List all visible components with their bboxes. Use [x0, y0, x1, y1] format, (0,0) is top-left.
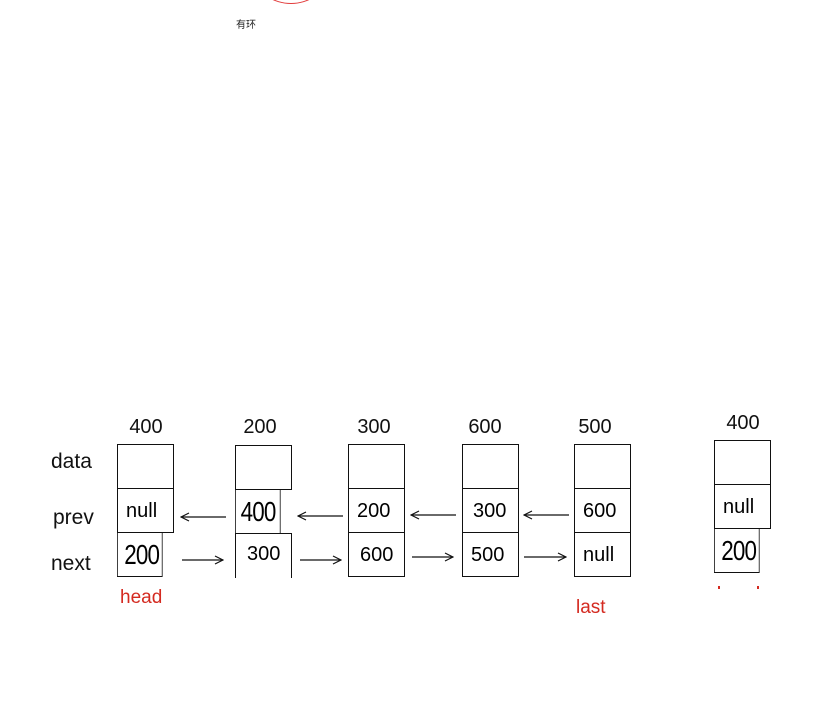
standalone-node: null 200: [714, 440, 771, 573]
red-circle-mark: [258, 0, 324, 4]
next-cell: 200: [714, 528, 760, 573]
next-cell: null: [574, 532, 631, 577]
red-tick-mark: [718, 586, 720, 589]
node-address: 400: [726, 412, 760, 434]
label-next: next: [51, 552, 91, 575]
prev-cell: 300: [462, 488, 519, 533]
next-cell: 300: [235, 533, 292, 578]
next-cell: 500: [462, 532, 519, 577]
data-cell: [714, 440, 771, 485]
label-prev: prev: [53, 506, 94, 529]
node-address: 200: [243, 416, 277, 438]
next-cell: 200: [117, 532, 163, 577]
node-address: 400: [129, 416, 163, 438]
prev-cell: null: [117, 488, 174, 533]
list-node: 600 null: [574, 444, 631, 577]
data-cell: [462, 444, 519, 489]
list-node: 400 300: [235, 445, 292, 578]
node-address: 600: [468, 416, 502, 438]
red-tick-mark: [757, 586, 759, 589]
next-cell: 600: [348, 532, 405, 577]
prev-cell: 200: [348, 488, 405, 533]
node-address: 300: [357, 416, 391, 438]
data-cell: [117, 444, 174, 489]
data-cell: [235, 445, 292, 490]
list-node: 200 600: [348, 444, 405, 577]
label-data: data: [51, 450, 92, 473]
prev-cell: 600: [574, 488, 631, 533]
list-node: null 200: [117, 444, 174, 577]
data-cell: [348, 444, 405, 489]
prev-cell: 400: [235, 489, 281, 534]
node-address: 500: [578, 416, 612, 438]
list-node: 300 500: [462, 444, 519, 577]
last-label: last: [576, 597, 606, 618]
data-cell: [574, 444, 631, 489]
prev-cell: null: [714, 484, 771, 529]
head-label: head: [120, 587, 163, 608]
cycle-note: 有环: [236, 20, 256, 31]
